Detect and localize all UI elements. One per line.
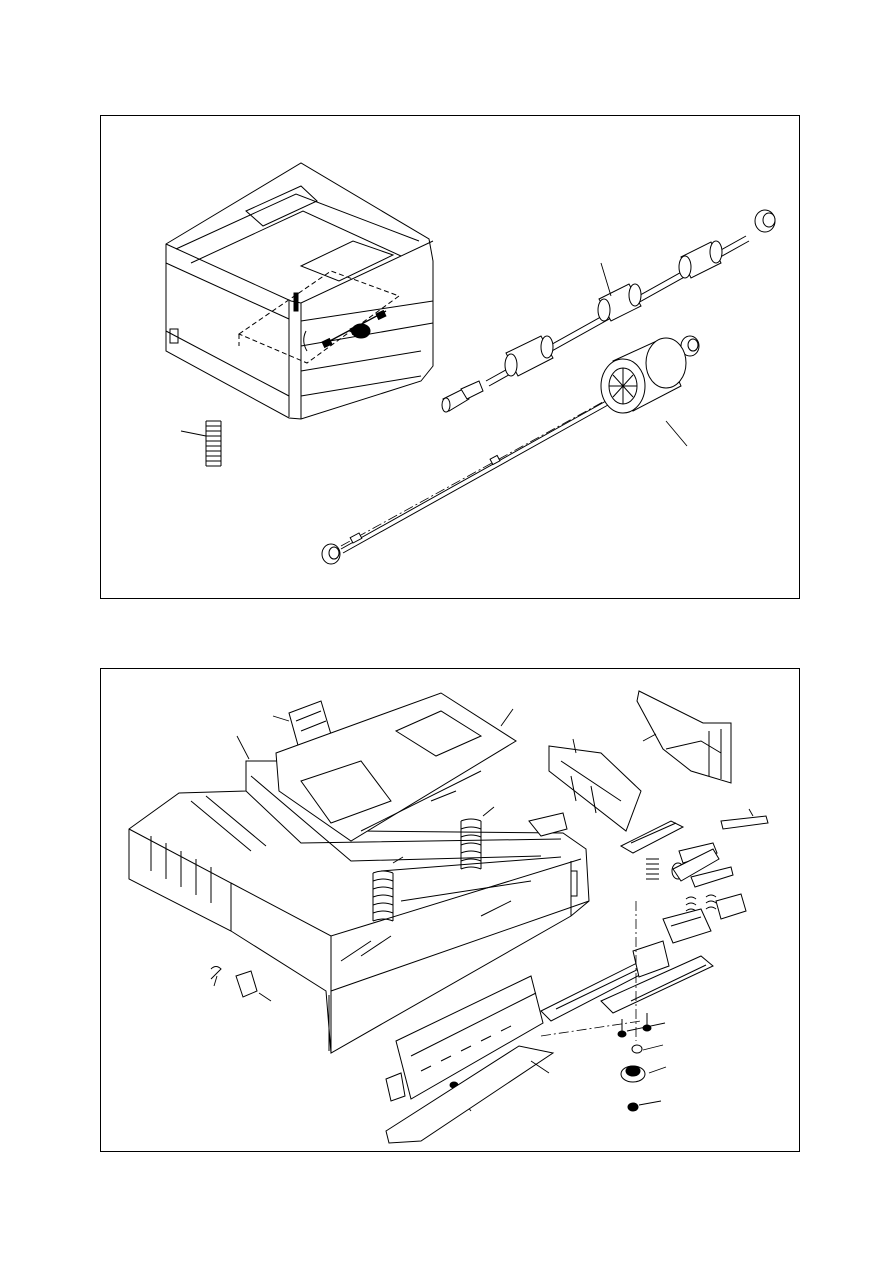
printer-body-icon: [165, 162, 434, 420]
spring-icon: [210, 806, 717, 987]
bearing-collar-icon: [321, 209, 776, 565]
paper-guide-icon: [236, 692, 517, 842]
pickup-roller-icon: [340, 337, 688, 554]
shaft-bushing-icon: [441, 380, 484, 413]
cassette-frame-icon: [128, 760, 590, 1054]
end-guide-icon: [548, 690, 732, 832]
separation-pad-icon: [235, 808, 769, 1002]
screw-icon: [449, 1013, 666, 1112]
lift-plate-icon: [540, 901, 714, 1041]
exploded-view-paper-cassette: [100, 668, 800, 1152]
gear-icon: [620, 1044, 667, 1083]
feed-roller-shaft-icon: [485, 235, 750, 387]
exploded-view-feed-assembly: [100, 115, 800, 599]
paper-cassette-drawing: [128, 690, 769, 1144]
compression-spring-icon: [180, 420, 222, 467]
front-cover-icon: [328, 975, 555, 1144]
feed-assembly-drawing: [165, 162, 776, 565]
